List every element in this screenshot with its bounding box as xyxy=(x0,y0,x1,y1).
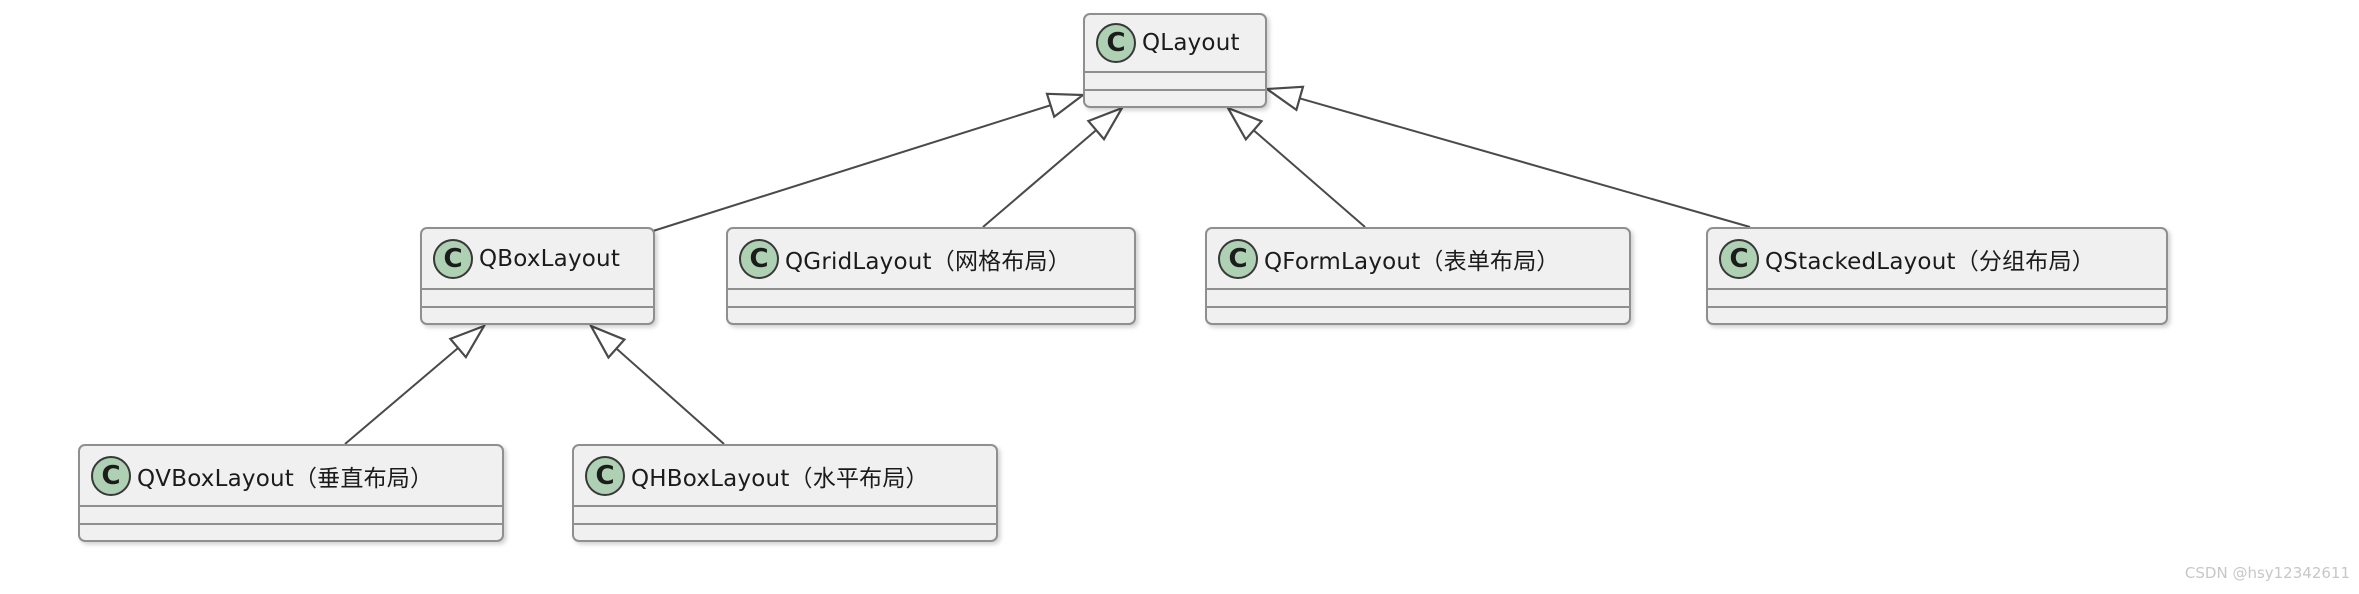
class-stereotype-icon: C xyxy=(1096,23,1136,63)
class-box-qhboxlayout: C QHBoxLayout（水平布局） xyxy=(572,444,998,542)
methods-compartment xyxy=(1085,89,1265,106)
class-box-qboxlayout: C QBoxLayout xyxy=(420,227,655,325)
class-title-qvboxlayout: C QVBoxLayout（垂直布局） xyxy=(80,446,502,505)
attributes-compartment xyxy=(422,288,653,306)
methods-compartment xyxy=(728,306,1134,323)
class-box-qgridlayout: C QGridLayout（网格布局） xyxy=(726,227,1136,325)
attributes-compartment xyxy=(1708,288,2166,306)
class-box-qstackedlayout: C QStackedLayout（分组布局） xyxy=(1706,227,2168,325)
class-box-qvboxlayout: C QVBoxLayout（垂直布局） xyxy=(78,444,504,542)
class-name: QFormLayout（表单布局） xyxy=(1264,248,1560,275)
class-title-qformlayout: C QFormLayout（表单布局） xyxy=(1207,229,1629,288)
attributes-compartment xyxy=(80,505,502,523)
attributes-compartment xyxy=(1207,288,1629,306)
edge-qvboxlayout-extends-qboxlayout xyxy=(344,323,487,445)
edge-qformlayout-extends-qlayout xyxy=(1225,105,1366,228)
class-name: QStackedLayout（分组布局） xyxy=(1765,248,2095,275)
class-name: QHBoxLayout（水平布局） xyxy=(631,465,929,492)
class-stereotype-icon: C xyxy=(739,238,779,279)
edge-qgridlayout-extends-qlayout xyxy=(982,105,1125,228)
class-name: QVBoxLayout（垂直布局） xyxy=(137,465,434,492)
edge-qstackedlayout-extends-qlayout xyxy=(1263,85,1751,228)
class-title-qhboxlayout: C QHBoxLayout（水平布局） xyxy=(574,446,996,505)
class-title-qlayout: C QLayout xyxy=(1085,15,1265,71)
edge-qhboxlayout-extends-qboxlayout xyxy=(588,323,725,445)
class-box-qformlayout: C QFormLayout（表单布局） xyxy=(1205,227,1631,325)
methods-compartment xyxy=(1708,306,2166,323)
edge-qboxlayout-extends-qlayout xyxy=(652,92,1087,232)
class-title-qgridlayout: C QGridLayout（网格布局） xyxy=(728,229,1134,288)
class-stereotype-icon: C xyxy=(91,455,131,496)
class-name: QBoxLayout xyxy=(479,245,621,272)
class-title-qstackedlayout: C QStackedLayout（分组布局） xyxy=(1708,229,2166,288)
class-stereotype-icon: C xyxy=(433,238,473,279)
class-stereotype-icon: C xyxy=(585,455,625,496)
methods-compartment xyxy=(574,523,996,540)
class-box-qlayout: C QLayout xyxy=(1083,13,1267,108)
watermark: CSDN @hsy12342611 xyxy=(2184,564,2350,582)
methods-compartment xyxy=(1207,306,1629,323)
class-title-qboxlayout: C QBoxLayout xyxy=(422,229,653,288)
class-stereotype-icon: C xyxy=(1218,238,1258,279)
attributes-compartment xyxy=(574,505,996,523)
class-stereotype-icon: C xyxy=(1719,238,1759,279)
methods-compartment xyxy=(422,306,653,323)
class-name: QLayout xyxy=(1142,30,1240,56)
methods-compartment xyxy=(80,523,502,540)
attributes-compartment xyxy=(728,288,1134,306)
class-name: QGridLayout（网格布局） xyxy=(785,248,1071,275)
attributes-compartment xyxy=(1085,71,1265,89)
